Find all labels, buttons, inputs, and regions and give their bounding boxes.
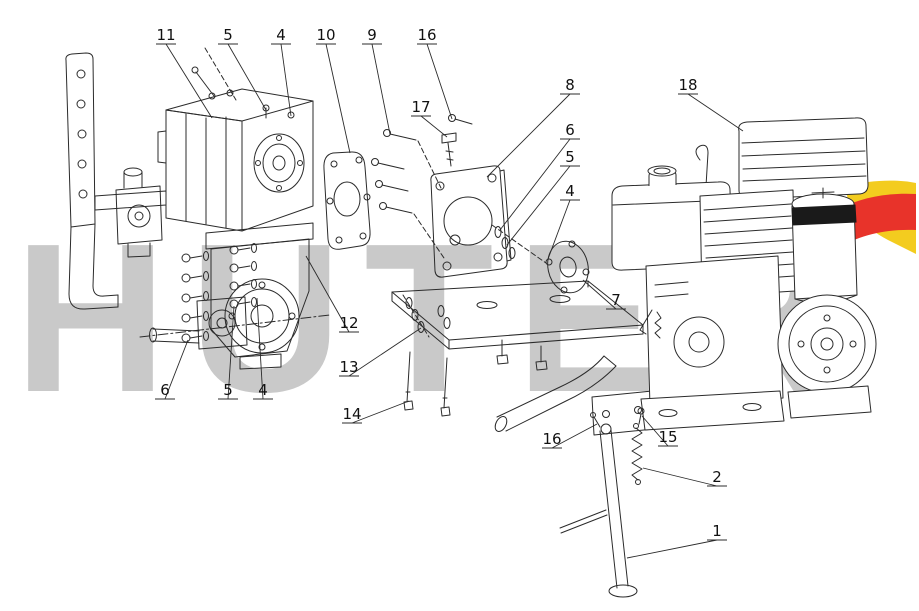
callout-number: 18 [678,76,697,94]
callout-leader [426,43,453,120]
callout-number: 5 [223,381,233,399]
callout-number: 6 [160,381,170,399]
callout-number: 6 [565,121,575,139]
callout-number: 7 [611,291,621,309]
callout-number: 4 [276,26,286,44]
handle-bracket [65,52,167,310]
gearbox-upper [157,47,314,232]
callout-leader [325,43,351,154]
adapter-plate [430,165,512,278]
callout-leader [506,165,571,246]
callout-number: 14 [342,405,361,423]
callout-number: 1 [712,522,722,540]
callout-leader [256,297,264,400]
callout-leader [551,423,598,449]
callout-leader [348,327,422,377]
callouts: 11 5 4 10 9 16 17 8 6 5 4 18 7 12 13 14 6 5 4 16 15 2 1 [155,26,744,559]
gearbox-lower [205,222,314,370]
callout-leader [227,43,267,111]
callout-number: 13 [339,358,358,376]
callout-leader [547,199,571,260]
callout-leader [280,43,292,117]
cross-stick [559,509,608,534]
gasket [323,151,371,250]
engine-assembly [611,117,877,431]
pivot-pin [593,416,601,428]
callout-leader [227,305,235,400]
return-spring [631,427,643,481]
air-cleaner [791,187,858,304]
callout-number: 10 [316,26,335,44]
oil-pump-shaft [139,296,331,350]
callout-number: 4 [565,182,575,200]
callout-number: 5 [223,26,233,44]
callout-leader [582,279,617,310]
lifting-hook [695,144,709,187]
callout-number: 17 [411,98,430,116]
pump-assembly [115,167,163,258]
engine-feet [640,385,872,431]
callout-number: 15 [658,428,677,446]
callout-leader [371,43,391,135]
callout-leader [642,467,718,487]
callout-number: 4 [258,381,268,399]
callout-leader [351,400,410,424]
callout-number: 12 [339,314,358,332]
crankcase [639,255,784,408]
callout-number: 2 [712,468,722,486]
kickstand [559,407,645,598]
mounting-bolts [371,114,473,259]
callout-number: 16 [542,430,561,448]
base-frame [391,280,644,417]
callout-leader [641,415,669,447]
callout-leader [164,339,189,400]
wing-nut [811,187,835,199]
handlebar-pipe [494,355,655,436]
callout-leader [499,138,571,231]
flywheel [777,294,877,394]
callout-number: 11 [156,26,175,44]
callout-leader [165,43,213,119]
pilot-flange [545,240,590,294]
callout-number: 5 [565,148,575,166]
callout-leader [626,539,718,559]
callout-leader [305,255,350,333]
callout-leader [486,93,571,178]
callout-leader [420,115,448,138]
washer-stack [491,224,547,264]
fastener-hardware-left [181,243,257,343]
callout-number: 8 [565,76,575,94]
callout-number: 9 [367,26,377,44]
muffler [738,117,869,213]
callout-number: 16 [417,26,436,44]
callout-leader [687,93,744,132]
